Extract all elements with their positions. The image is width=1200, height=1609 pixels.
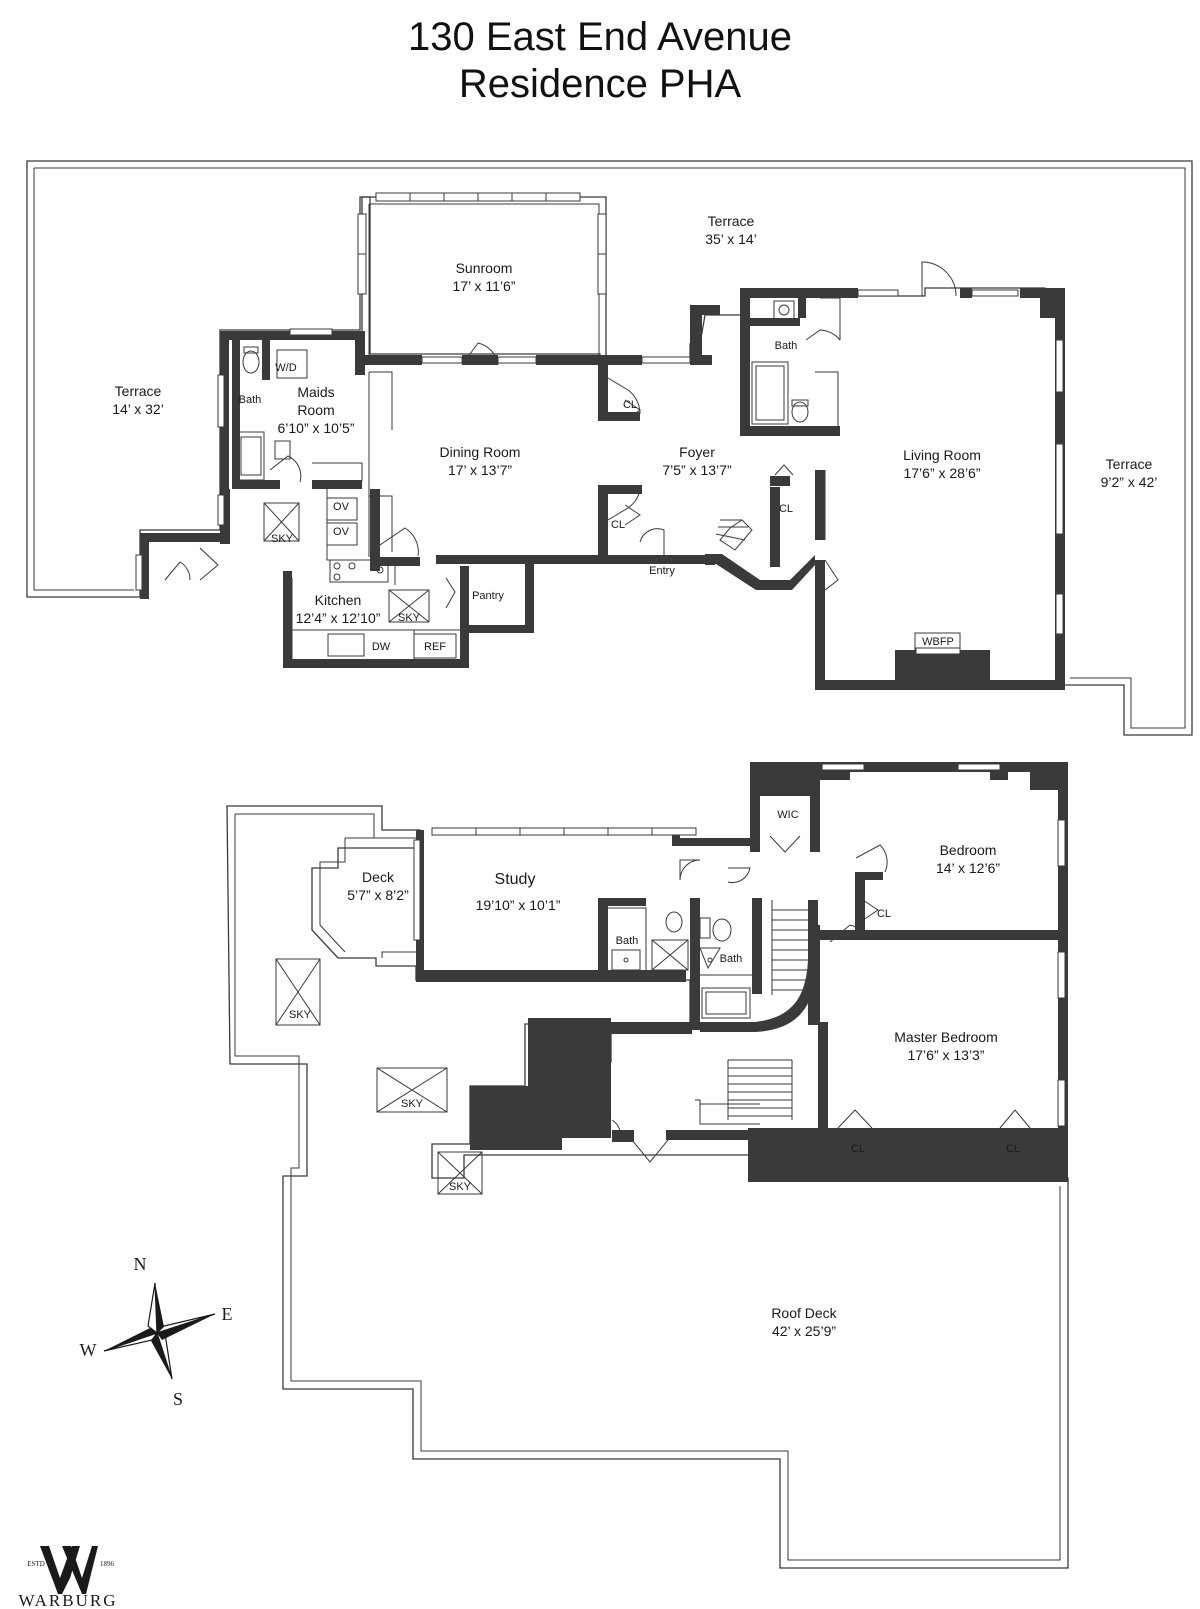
terrace-east-size: 9’2” x 42’: [1101, 474, 1158, 490]
cl-master-left-label: CL: [851, 1143, 865, 1155]
compass-icon: [103, 1282, 216, 1380]
sky-label-3: SKY: [449, 1181, 472, 1193]
plan-title: 130 East End Avenue Residence PHA: [0, 14, 1200, 108]
sky-label-1: SKY: [289, 1009, 312, 1021]
title-address: 130 East End Avenue: [407, 15, 793, 59]
study-size: 19’10” x 10’1”: [476, 897, 561, 913]
kitchen-size: 12’4” x 12’10”: [296, 610, 381, 626]
maids-room-name-1: Maids: [297, 384, 334, 400]
pantry-label: Pantry: [472, 590, 504, 602]
title-residence: Residence PHA: [458, 62, 742, 106]
logo-name: WARBURG: [18, 1591, 117, 1609]
living-room-name: Living Room: [903, 447, 981, 463]
sky-label-kitchen: SKY: [398, 612, 421, 624]
upper-doors: [164, 261, 957, 609]
lower-doors: [611, 835, 1031, 1163]
roof-deck-railing: [226, 805, 1069, 1569]
hall-bath-label: Bath: [720, 953, 743, 965]
wd-label: W/D: [275, 362, 296, 374]
study-bath-label: Bath: [616, 935, 639, 947]
terrace-east-name: Terrace: [1106, 456, 1153, 472]
master-bedroom-size: 17’6” x 13’3”: [907, 1047, 984, 1063]
maids-room-size: 6’10” x 10’5”: [277, 420, 354, 436]
oven-label-2: OV: [333, 526, 350, 538]
sunroom-size: 17’ x 11’6”: [452, 278, 515, 294]
warburg-monogram-icon: [40, 1546, 98, 1594]
deck-name: Deck: [362, 869, 395, 885]
wbfp-label: WBFP: [922, 636, 954, 648]
compass-w: W: [80, 1340, 97, 1360]
cl-living: CL: [779, 503, 793, 515]
bedroom-size: 14’ x 12’6”: [936, 860, 1000, 876]
cl-foyer-top: CL: [623, 399, 637, 411]
bedroom-name: Bedroom: [940, 842, 997, 858]
dining-room-size: 17’ x 13’7”: [448, 462, 512, 478]
kitchen-name: Kitchen: [315, 592, 362, 608]
terrace-railing: [26, 160, 1193, 736]
cl-foyer-bottom: CL: [611, 519, 625, 531]
cl-bedroom-label: CL: [877, 908, 891, 920]
compass-e: E: [222, 1304, 233, 1324]
upper-windows: [135, 289, 1064, 655]
lower-labels: Deck 5’7” x 8’2” Study 19’10” x 10’1” Be…: [289, 809, 1020, 1339]
sky-label-maids: SKY: [271, 533, 294, 545]
upper-floor: Terrace 35’ x 14’ Terrace 14’ x 32’ Terr…: [26, 160, 1193, 736]
sunroom-name: Sunroom: [456, 260, 513, 276]
sunroom-windows: [357, 192, 607, 295]
cl-master-right-label: CL: [1006, 1143, 1020, 1155]
foyer-name: Foyer: [679, 444, 715, 460]
deck-size: 5’7” x 8’2”: [347, 887, 409, 903]
terrace-north-size: 35’ x 14’: [705, 231, 757, 247]
maids-bath-label: Bath: [239, 394, 262, 406]
upper-walls: [140, 288, 1065, 690]
maids-room-name-2: Room: [297, 402, 334, 418]
entry-label: Entry: [649, 565, 675, 577]
terrace-west-name: Terrace: [115, 383, 162, 399]
logo-estd: ESTD: [27, 1560, 45, 1568]
oven-label-1: OV: [333, 501, 350, 513]
sky-label-2: SKY: [401, 1098, 424, 1110]
dw-label: DW: [372, 641, 391, 653]
compass-s: S: [173, 1389, 183, 1409]
terrace-west-size: 14’ x 32’: [112, 401, 164, 417]
foyer-size: 7’5” x 13’7”: [662, 462, 732, 478]
upper-labels: Terrace 35’ x 14’ Terrace 14’ x 32’ Terr…: [112, 213, 1157, 653]
lower-walls: [416, 762, 1068, 1182]
compass-rose: N E W S: [80, 1254, 233, 1409]
master-bedroom-name: Master Bedroom: [894, 1029, 997, 1045]
living-room-size: 17’6” x 28’6”: [903, 465, 980, 481]
roof-deck-size: 42’ x 25’9”: [772, 1323, 836, 1339]
main-bath-label: Bath: [775, 340, 798, 352]
study-name: Study: [495, 871, 536, 888]
lower-fixtures: [275, 900, 1058, 1195]
lower-windows: [413, 763, 1066, 1127]
ref-label: REF: [424, 641, 446, 653]
terrace-railing-inner: [34, 167, 1186, 729]
logo-year: 1896: [100, 1560, 115, 1568]
dining-room-name: Dining Room: [440, 444, 521, 460]
terrace-north-name: Terrace: [708, 213, 755, 229]
upper-fixtures: [237, 297, 961, 670]
compass-n: N: [134, 1254, 147, 1274]
warburg-logo: ESTD 1896 WARBURG: [18, 1546, 117, 1609]
roof-deck-name: Roof Deck: [771, 1305, 837, 1321]
wic-label: WIC: [777, 809, 798, 821]
lower-floor: Deck 5’7” x 8’2” Study 19’10” x 10’1” Be…: [226, 762, 1069, 1569]
